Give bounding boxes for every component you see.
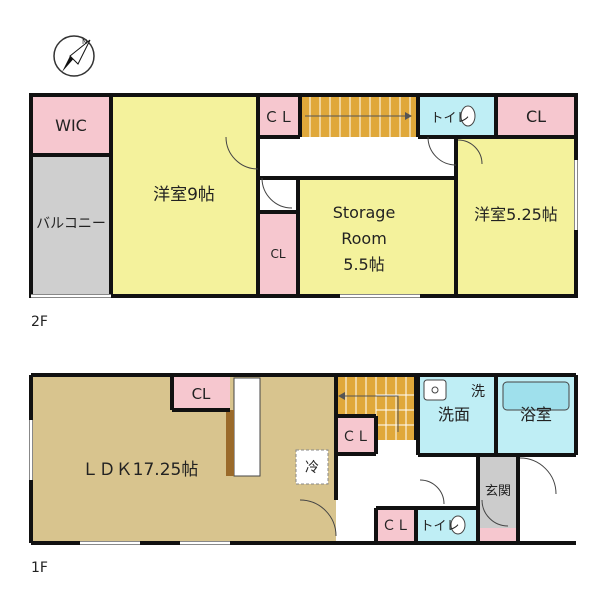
label-western-525: 洋室5.25帖 <box>474 205 558 224</box>
label-balcony: バルコニー <box>36 216 106 232</box>
kitchen-counter <box>233 377 261 477</box>
label-storage-2: Room <box>341 229 387 248</box>
room-storage <box>298 178 456 296</box>
hall-2f <box>258 137 456 178</box>
floor-1f: ＬＤＫ17.25帖 CL 冷 ＣＬ 洗 洗面 浴室 玄関 ＣＬ トイレ <box>29 373 578 545</box>
floor-label-2f: 2F <box>31 314 48 330</box>
label-toilet-2f: トイレ <box>430 111 469 126</box>
floor-2f: WIC バルコニー 洋室9帖 ＣＬ トイレ CL Storage Room 5.… <box>29 93 578 298</box>
room-cl-small <box>258 212 298 296</box>
entrance-step <box>478 528 518 543</box>
label-cl-right: CL <box>526 107 546 126</box>
label-toilet-1f: トイレ <box>420 519 459 534</box>
room-wic <box>31 95 111 155</box>
label-wic: WIC <box>55 116 87 135</box>
room-cl-right <box>496 95 576 137</box>
label-cl-top: ＣＬ <box>264 108 294 126</box>
label-cl-stair: ＣＬ <box>342 429 370 445</box>
room-cl-top <box>258 95 300 137</box>
label-washroom: 洗面 <box>438 405 470 424</box>
compass-icon: N <box>53 35 95 77</box>
room-toilet-1f <box>416 508 478 543</box>
label-fridge: 冷 <box>305 460 319 476</box>
label-bath: 浴室 <box>520 405 552 424</box>
label-western-9: 洋室9帖 <box>153 185 215 205</box>
counter-wood <box>226 410 234 476</box>
label-cl-ldk: CL <box>192 385 211 403</box>
room-cl-toilet <box>376 508 416 543</box>
room-cl-stair <box>336 416 376 454</box>
label-cl-toilet: ＣＬ <box>382 518 410 534</box>
room-entrance <box>478 455 518 528</box>
svg-text:N: N <box>82 38 87 46</box>
label-ldk: ＬＤＫ17.25帖 <box>82 460 199 480</box>
room-western-9 <box>111 95 258 296</box>
floor-label-1f: 1F <box>31 560 48 576</box>
room-toilet-2f <box>418 95 496 137</box>
room-western-525 <box>456 137 576 296</box>
label-storage-3: 5.5帖 <box>343 255 384 274</box>
room-cl-ldk <box>172 375 230 410</box>
label-wash-mark: 洗 <box>471 384 485 400</box>
label-storage-1: Storage <box>333 203 396 222</box>
label-cl-small: CL <box>270 247 285 261</box>
label-entrance: 玄関 <box>485 484 511 499</box>
room-balcony <box>31 155 111 296</box>
